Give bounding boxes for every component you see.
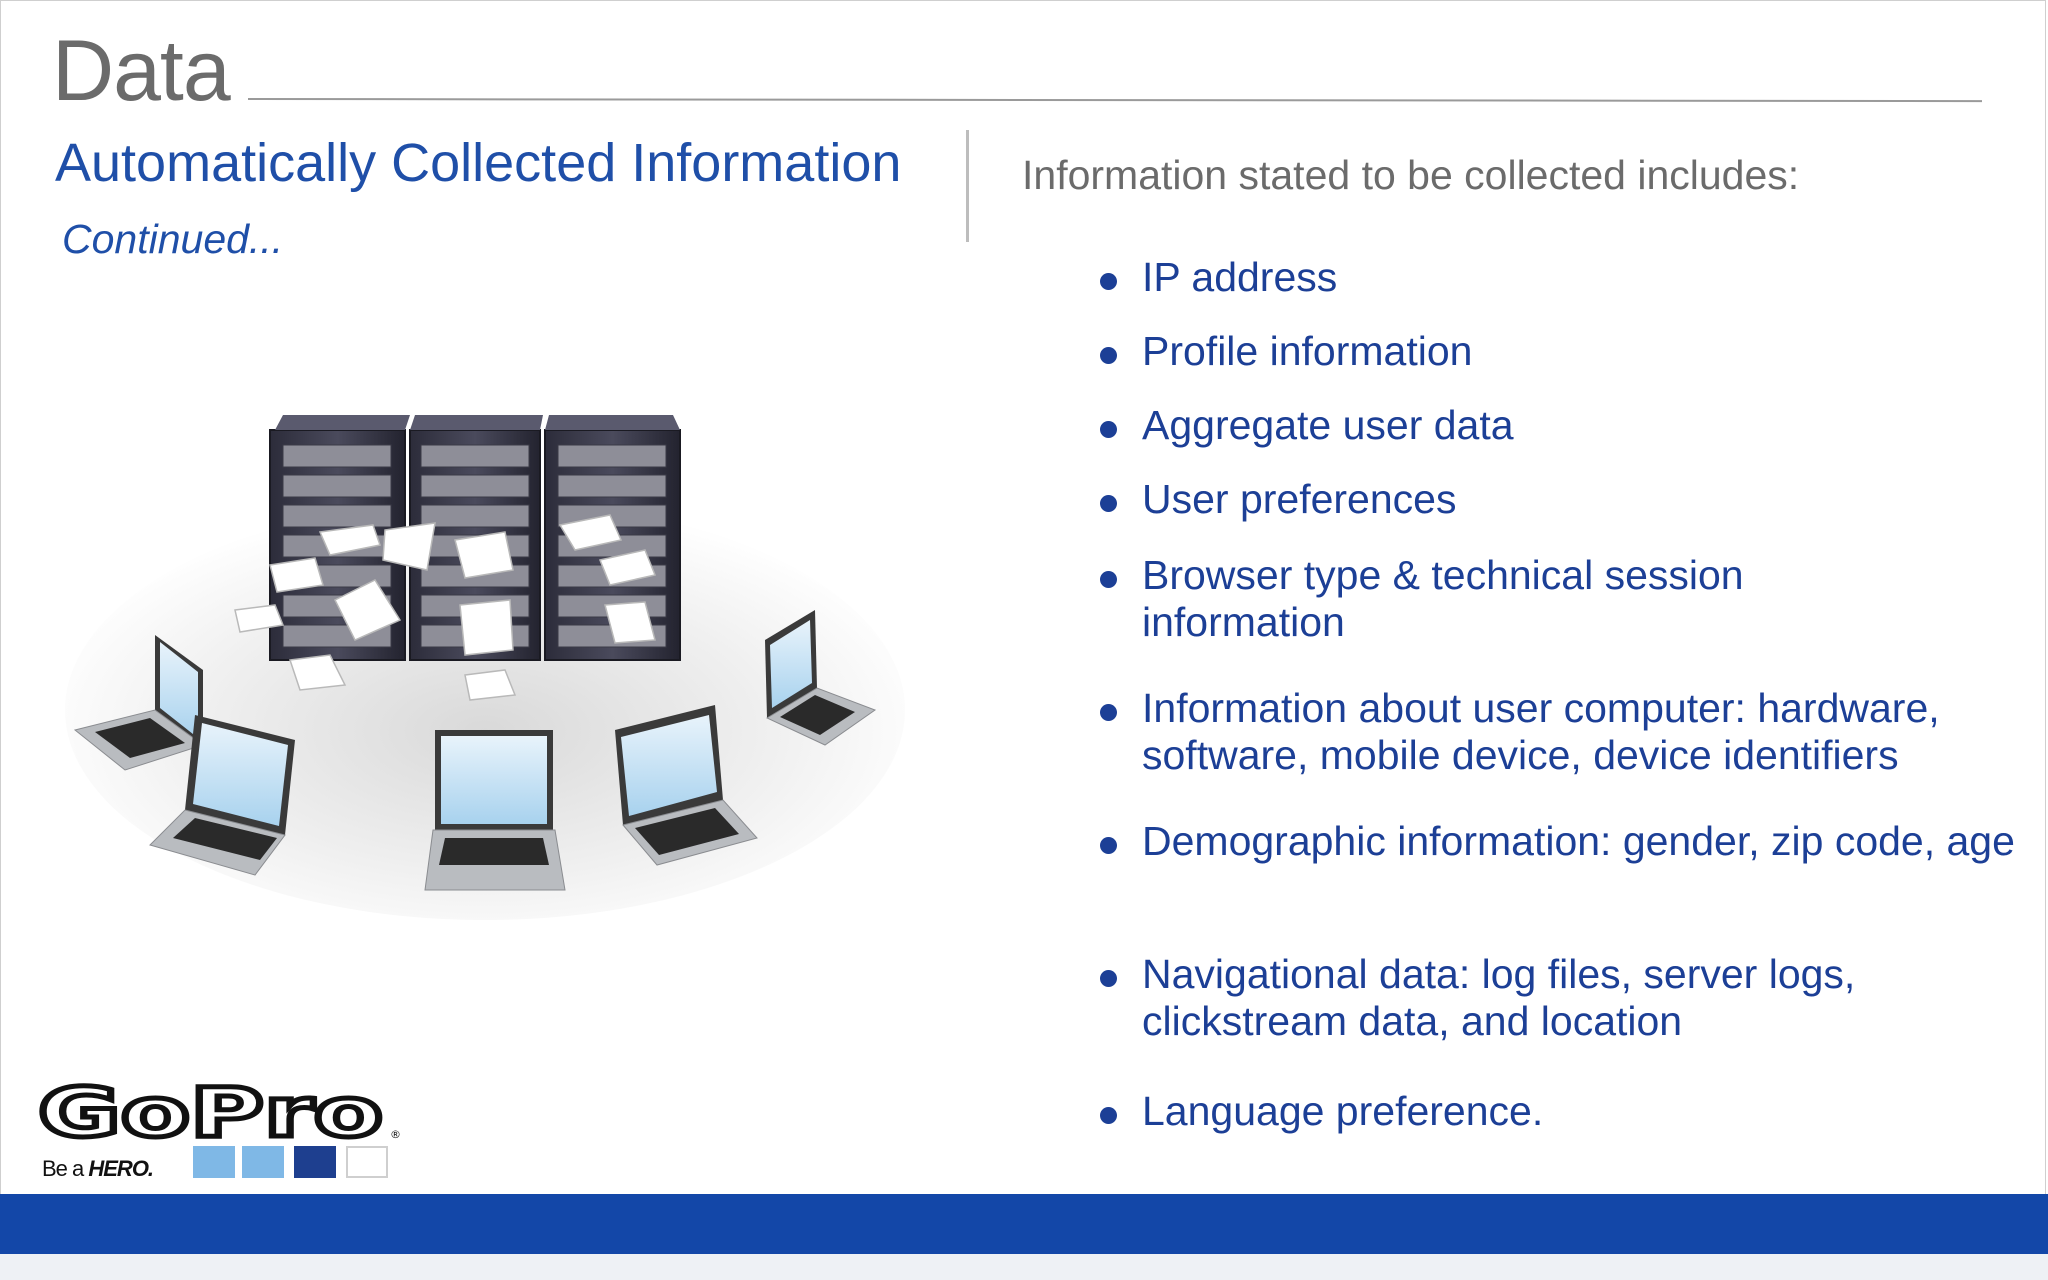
bullet-text: Aggregate user data: [1142, 402, 1514, 448]
column-divider: [966, 130, 969, 242]
bullet-text: Information about user computer: hardwar…: [1142, 685, 1940, 778]
bullet-dot-icon: [1100, 1107, 1117, 1124]
gopro-wordmark: GoPro: [38, 1078, 383, 1153]
tagline-prefix: Be a: [42, 1156, 89, 1181]
bullet-dot-icon: [1100, 273, 1117, 290]
tagline-hero: HERO.: [88, 1156, 154, 1181]
section-subtitle: Automatically Collected Information: [55, 133, 902, 193]
bullet-dot-icon: [1100, 571, 1117, 588]
color-swatch: [242, 1146, 284, 1178]
registered-mark: ®: [390, 1128, 401, 1141]
color-swatch: [346, 1146, 388, 1178]
bullet-text: Demographic information: gender, zip cod…: [1142, 818, 2015, 864]
bullet-dot-icon: [1100, 495, 1117, 512]
bullet-text: User preferences: [1142, 476, 1457, 522]
gopro-tagline: Be a HERO.: [42, 1156, 154, 1182]
server-network-illustration: [65, 415, 905, 920]
intro-text: Information stated to be collected inclu…: [1022, 152, 1800, 198]
flying-papers: [234, 514, 657, 701]
bullet-dot-icon: [1100, 837, 1117, 854]
bullet-text: IP address: [1142, 254, 1338, 300]
continued-label: Continued...: [62, 216, 284, 262]
laptops: [73, 610, 877, 891]
color-swatch: [294, 1146, 336, 1178]
bullet-dot-icon: [1100, 970, 1117, 987]
footer-strip: [0, 1254, 2048, 1280]
bullet-text: Language preference.: [1142, 1088, 1544, 1134]
bullet-dot-icon: [1100, 347, 1117, 364]
bullet-dot-icon: [1100, 421, 1117, 438]
slide-title: Data: [52, 23, 231, 119]
bullet-text: Browser type & technical session informa…: [1142, 552, 1744, 645]
bullet-dot-icon: [1100, 704, 1117, 721]
footer-bar: [0, 1194, 2048, 1254]
bullet-text: Profile information: [1142, 328, 1473, 374]
bullet-text: Navigational data: log files, server log…: [1142, 951, 1856, 1044]
color-swatch: [193, 1146, 235, 1178]
gopro-logo: GoPro ®: [38, 1078, 401, 1156]
